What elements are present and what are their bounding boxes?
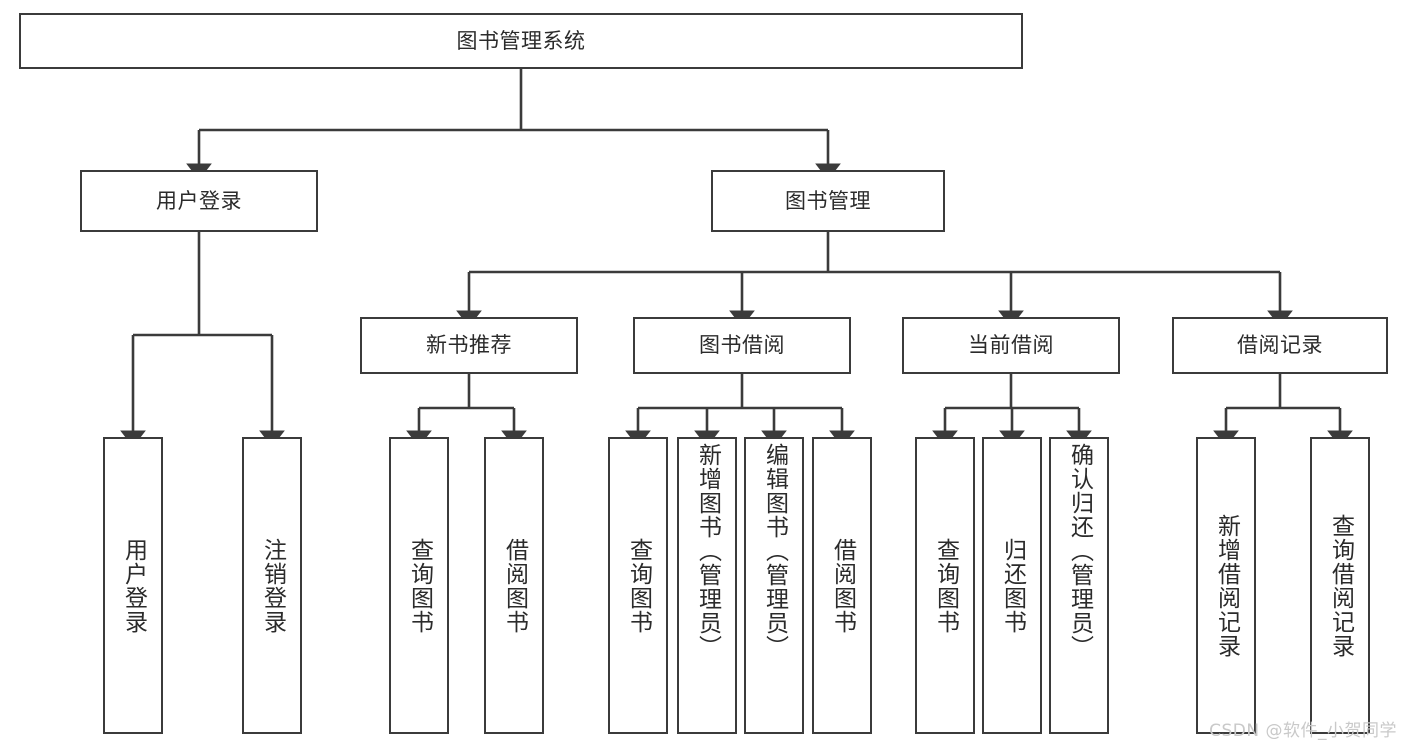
node-book-borrow-label: 图书借阅	[699, 333, 785, 358]
node-leaf-rec-query-label: 查询图书	[406, 537, 433, 634]
node-leaf-borrow-query[interactable]: 查询图书	[608, 437, 668, 734]
node-leaf-borrow-query-label: 查询图书	[625, 537, 652, 634]
node-current-borrow[interactable]: 当前借阅	[902, 317, 1120, 374]
node-new-book-rec-label: 新书推荐	[426, 333, 512, 358]
node-leaf-cur-return-label: 归还图书	[999, 537, 1026, 634]
node-leaf-user-login[interactable]: 用户登录	[103, 437, 163, 734]
node-leaf-rec-borrow-label: 借阅图书	[501, 537, 528, 634]
node-leaf-rec-search-label: 查询借阅记录	[1327, 513, 1354, 658]
node-leaf-cur-query-label: 查询图书	[932, 537, 959, 634]
node-book-borrow[interactable]: 图书借阅	[633, 317, 851, 374]
node-leaf-borrow-book[interactable]: 借阅图书	[812, 437, 872, 734]
node-leaf-borrow-edit[interactable]: 编辑图书（管理员）	[744, 437, 804, 734]
node-leaf-borrow-add-label: 新增图书（管理员）	[694, 443, 721, 659]
node-leaf-user-logout[interactable]: 注销登录	[242, 437, 302, 734]
node-leaf-rec-search[interactable]: 查询借阅记录	[1310, 437, 1370, 734]
node-leaf-rec-add[interactable]: 新增借阅记录	[1196, 437, 1256, 734]
node-leaf-cur-confirm-label: 确认归还（管理员）	[1066, 443, 1093, 659]
node-leaf-user-logout-label: 注销登录	[259, 537, 286, 634]
node-user-login-label: 用户登录	[156, 188, 242, 213]
node-leaf-cur-confirm[interactable]: 确认归还（管理员）	[1049, 437, 1109, 734]
node-leaf-borrow-book-label: 借阅图书	[829, 537, 856, 634]
node-leaf-user-login-label: 用户登录	[120, 537, 147, 634]
node-leaf-cur-return[interactable]: 归还图书	[982, 437, 1042, 734]
node-leaf-rec-query[interactable]: 查询图书	[389, 437, 449, 734]
node-leaf-rec-borrow[interactable]: 借阅图书	[484, 437, 544, 734]
node-book-mgmt-label: 图书管理	[785, 188, 871, 213]
node-leaf-cur-query[interactable]: 查询图书	[915, 437, 975, 734]
node-leaf-borrow-add[interactable]: 新增图书（管理员）	[677, 437, 737, 734]
node-user-login[interactable]: 用户登录	[80, 170, 318, 232]
node-book-mgmt[interactable]: 图书管理	[711, 170, 945, 232]
node-root-label: 图书管理系统	[456, 28, 586, 53]
node-root[interactable]: 图书管理系统	[19, 13, 1023, 69]
node-borrow-record[interactable]: 借阅记录	[1172, 317, 1388, 374]
node-borrow-record-label: 借阅记录	[1237, 333, 1323, 358]
node-new-book-rec[interactable]: 新书推荐	[360, 317, 578, 374]
node-current-borrow-label: 当前借阅	[968, 333, 1054, 358]
node-leaf-rec-add-label: 新增借阅记录	[1213, 513, 1240, 658]
node-leaf-borrow-edit-label: 编辑图书（管理员）	[761, 443, 788, 659]
